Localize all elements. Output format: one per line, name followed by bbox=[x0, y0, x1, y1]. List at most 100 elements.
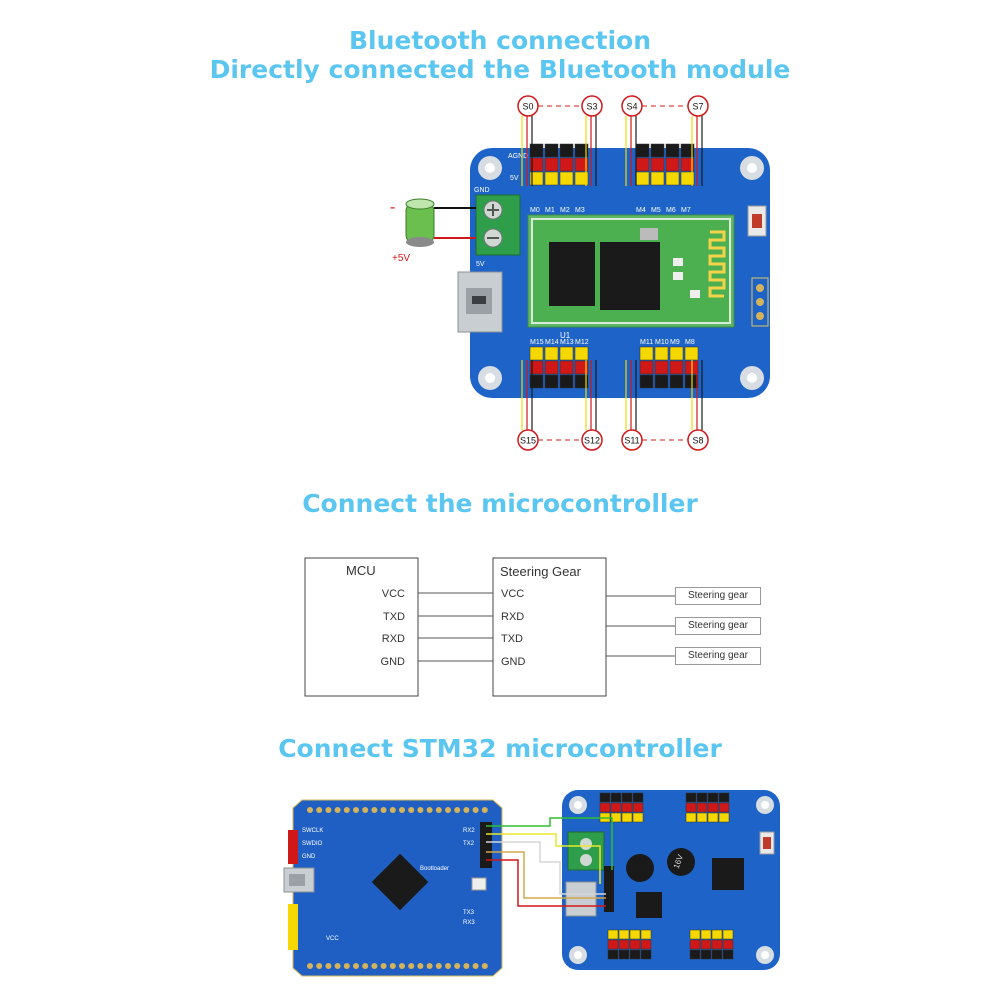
stm-pin-tx3: TX3 bbox=[463, 910, 475, 916]
stm-bottom-pin bbox=[316, 963, 323, 969]
stm-top-pin bbox=[399, 807, 405, 813]
small-header-bottom-1 bbox=[618, 929, 630, 960]
mcu-pin-label: RXD bbox=[382, 633, 405, 645]
stm-bottom-pin bbox=[334, 963, 341, 969]
svg-text:S4: S4 bbox=[626, 102, 637, 112]
mcu-title: Connect the microcontroller bbox=[302, 489, 698, 518]
bluetooth-module bbox=[527, 214, 735, 328]
svg-text:S15: S15 bbox=[520, 436, 536, 446]
stm-top-pin bbox=[472, 807, 479, 813]
tag-s8: S8 bbox=[687, 429, 709, 451]
stm-bottom-pin bbox=[463, 963, 470, 969]
header-m4 bbox=[635, 143, 650, 186]
power-minus-label: - bbox=[390, 199, 395, 216]
gear-pin-label: RXD bbox=[501, 611, 524, 623]
svg-text:S0: S0 bbox=[522, 102, 533, 112]
steering-gear-label-3: Steering gear bbox=[675, 647, 761, 665]
port-label-top: M5 bbox=[651, 207, 661, 214]
port-label-top: M0 bbox=[530, 207, 540, 214]
stm-bottom-pin bbox=[399, 963, 405, 969]
small-header-bottom-2 bbox=[629, 929, 641, 960]
mcu-pin-label: VCC bbox=[382, 588, 405, 600]
stm-pin-rx2: RX2 bbox=[463, 828, 475, 834]
stm-top-pin bbox=[445, 807, 451, 813]
stm-top-pin bbox=[426, 807, 433, 813]
stm-top-pin bbox=[307, 807, 313, 813]
port-label-bottom: M11 bbox=[640, 339, 653, 346]
stm-bottom-pin bbox=[343, 963, 350, 969]
port-label-bottom: M8 bbox=[685, 339, 695, 346]
stm-bottom-pin bbox=[417, 963, 424, 969]
header-m3 bbox=[574, 143, 589, 186]
stm-bottom-pin bbox=[445, 963, 451, 969]
stm-pin-rx3: RX3 bbox=[463, 920, 475, 926]
port-label-top: M7 bbox=[681, 207, 691, 214]
stm-bottom-pin bbox=[389, 963, 396, 969]
header-bottom-0 bbox=[529, 346, 544, 389]
bluetooth-title: Bluetooth connection bbox=[349, 26, 651, 55]
small-header-bottom-3 bbox=[640, 929, 652, 960]
port-label-bottom: M12 bbox=[575, 339, 589, 346]
stm-bottom-pin bbox=[481, 963, 488, 969]
port-label-bottom: M15 bbox=[530, 339, 544, 346]
stm-pin-tx2: TX2 bbox=[463, 841, 475, 847]
port-label-bottom: M10 bbox=[655, 339, 669, 346]
side-label-gnd: GND bbox=[474, 187, 490, 194]
usb-port bbox=[457, 271, 503, 333]
header-bottom-1 bbox=[544, 346, 559, 389]
side-label-5v: 5V bbox=[476, 261, 485, 268]
stm32-title: Connect STM32 microcontroller bbox=[278, 734, 722, 763]
stm-bottom-pin bbox=[408, 963, 415, 969]
antenna-trace bbox=[708, 230, 726, 298]
power-terminal bbox=[475, 194, 521, 256]
steering-gear-label-1: Steering gear bbox=[675, 587, 761, 605]
tag-s3: S3 bbox=[581, 95, 603, 117]
gear-box bbox=[492, 557, 607, 697]
stm-top-pin bbox=[343, 807, 350, 813]
mcu-pin-label: GND bbox=[381, 656, 406, 668]
port-label-top: M2 bbox=[560, 207, 570, 214]
header-bottom-4 bbox=[639, 346, 654, 389]
stm32-board bbox=[283, 799, 503, 977]
header-m1 bbox=[544, 143, 559, 186]
side-label-5v-top: 5V bbox=[510, 175, 519, 182]
power-plus-label: +5V bbox=[392, 253, 410, 264]
battery-icon bbox=[405, 198, 435, 247]
svg-text:S3: S3 bbox=[586, 102, 597, 112]
small-header-bottom-7 bbox=[722, 929, 734, 960]
svg-text:S11: S11 bbox=[624, 436, 639, 446]
stm-bottom-pin bbox=[380, 963, 387, 969]
tag-s7: S7 bbox=[687, 95, 709, 117]
header-m7 bbox=[680, 143, 695, 186]
header-m2 bbox=[559, 143, 574, 186]
chip-label: U1 bbox=[560, 331, 571, 340]
port-label-bottom: M13 bbox=[560, 339, 574, 346]
header-bottom-3 bbox=[574, 346, 589, 389]
gear-box-title: Steering Gear bbox=[500, 564, 582, 579]
stm-top-pin bbox=[389, 807, 396, 813]
stm-bottom-pin bbox=[426, 963, 433, 969]
stm-boot-label: Bootloader bbox=[420, 866, 449, 872]
tag-s11: S11 bbox=[621, 429, 643, 451]
svg-text:S7: S7 bbox=[692, 102, 703, 112]
port-label-bottom: M14 bbox=[545, 339, 559, 346]
small-header-top-6 bbox=[707, 792, 719, 823]
stm-top-pin bbox=[408, 807, 415, 813]
port-label-bottom: M9 bbox=[670, 339, 680, 346]
small-header-bottom-5 bbox=[700, 929, 712, 960]
small-header-top-5 bbox=[696, 792, 708, 823]
stm-core-swdio: SWDIO bbox=[302, 841, 323, 847]
small-header-top-7 bbox=[718, 792, 730, 823]
port-label-top: M4 bbox=[636, 207, 646, 214]
header-m0 bbox=[529, 143, 544, 186]
tag-s15: S15 bbox=[517, 429, 539, 451]
svg-text:S12: S12 bbox=[584, 436, 600, 446]
stm-top-pin bbox=[454, 807, 461, 813]
servo-board-small bbox=[562, 790, 780, 970]
stm-top-pin bbox=[353, 807, 359, 813]
stm-top-pin bbox=[380, 807, 387, 813]
header-bottom-6 bbox=[669, 346, 684, 389]
